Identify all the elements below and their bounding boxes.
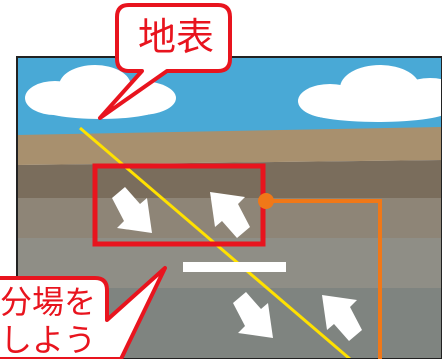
arrow-down-right-icon (112, 187, 152, 233)
ground-surface-layer (17, 127, 442, 165)
fault-offset-marker (183, 262, 286, 272)
cloud-right (298, 65, 442, 122)
arrow-up-left-icon (210, 192, 250, 238)
cloud-left (25, 65, 176, 119)
surface-label: 地表 (138, 15, 215, 59)
arrow-down-right-icon (233, 292, 273, 338)
callout-fault-line2: しよう (0, 321, 97, 359)
callout-surface-bubble (98, 3, 232, 120)
leader-dot (258, 193, 274, 209)
callout-fault-bubble (0, 266, 167, 361)
arrow-up-left-icon (322, 295, 362, 341)
callout-fault-line1: 分場を (0, 283, 97, 321)
leader-line (267, 199, 382, 359)
